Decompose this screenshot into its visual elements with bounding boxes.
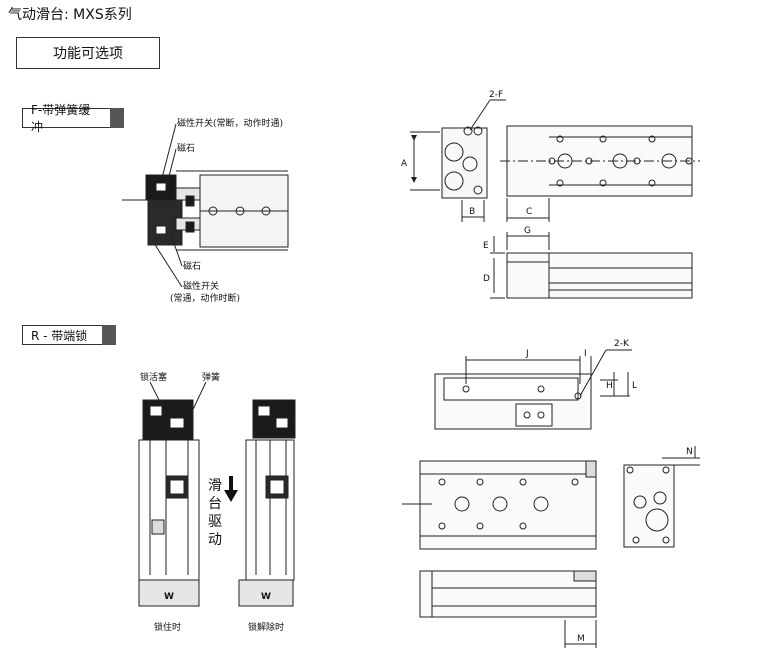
dim-g-label: G — [524, 226, 531, 236]
dim-m-label: M — [577, 634, 585, 644]
dim-d-label: D — [483, 274, 490, 284]
spring-buffer-top-view — [500, 125, 700, 222]
spring-buffer-side-view — [490, 232, 693, 299]
dim-e-label: E — [483, 241, 489, 251]
page-title: 气动滑台: MXS系列 — [8, 7, 132, 23]
dim-a-label: A — [401, 159, 408, 169]
weight-left-label: W — [164, 592, 174, 602]
switch-bottom-label-2: (常通，动作时断) — [170, 292, 240, 304]
spring-buffer-end-view — [410, 99, 506, 222]
weight-right-label: W — [261, 592, 271, 602]
spring-buffer-cutaway — [122, 123, 289, 288]
end-lock-end-view — [623, 446, 700, 548]
magnet-bottom-label: 磁石 — [183, 260, 201, 272]
end-lock-side-view — [419, 570, 597, 648]
function-options-label: 功能可选项 — [53, 46, 123, 62]
section-r-tab: R - 带端锁 — [22, 325, 102, 345]
section-f-tab-bar — [110, 108, 124, 128]
dim-j-label: J — [525, 349, 529, 359]
magnet-top-label: 磁石 — [177, 142, 195, 154]
released-caption: 锁解除时 — [248, 621, 284, 633]
down-arrow-icon — [224, 476, 238, 502]
section-f-tab-label: F-带弹簧缓冲 — [31, 103, 91, 134]
function-options-box: 功能可选项 — [16, 37, 160, 69]
section-r-tab-bar — [102, 325, 116, 345]
switch-top-label: 磁性开关(常断，动作时通) — [177, 117, 283, 129]
lock-piston-label: 锁活塞 — [140, 371, 167, 383]
dim-2k-label: 2-K — [614, 339, 630, 349]
switch-bottom-label-1: 磁性开关 — [183, 280, 219, 292]
dim-h-label: H — [606, 381, 613, 391]
end-lock-locked-drawing — [138, 381, 207, 607]
end-lock-top-view — [434, 349, 632, 430]
dim-i-label: I — [584, 349, 587, 359]
end-lock-released-drawing — [238, 399, 296, 607]
dim-l-label: L — [632, 381, 637, 391]
section-r-tab-label: R - 带端锁 — [31, 328, 88, 343]
lock-spring-label: 弹簧 — [202, 371, 220, 383]
section-f-tab: F-带弹簧缓冲 — [22, 103, 110, 134]
dim-2f-label: 2-F — [489, 90, 503, 100]
dim-c-label: C — [526, 207, 532, 217]
dim-n-label: N — [686, 447, 693, 457]
slide-drive-label: 滑台驱动 — [208, 478, 222, 548]
locked-caption: 锁住时 — [154, 621, 181, 633]
end-lock-plan-view — [402, 460, 597, 550]
dim-b-label: B — [469, 207, 475, 217]
